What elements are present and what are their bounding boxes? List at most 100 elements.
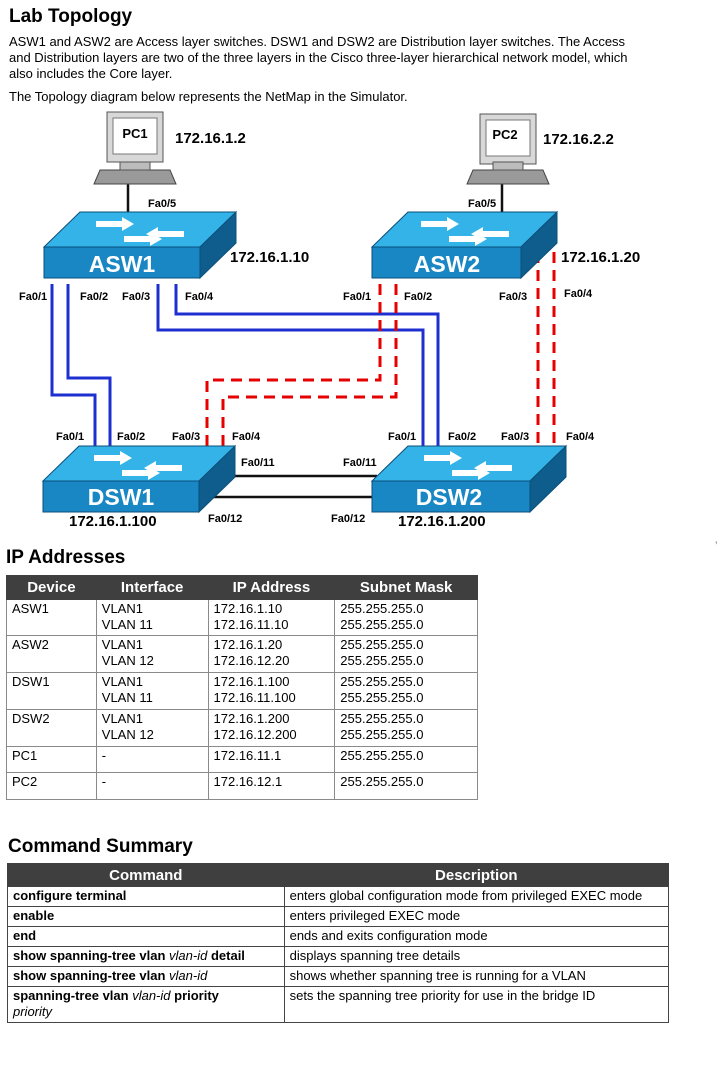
cell-command: show spanning-tree vlan vlan-id [7, 966, 285, 987]
cell-device: DSW1 [6, 672, 97, 710]
asw2-switch-icon [370, 210, 559, 280]
table-row: PC1 - 172.16.11.1 255.255.255.0 [6, 746, 478, 773]
dsw1-port-fa0-12: Fa0/12 [208, 513, 242, 525]
header-device: Device [6, 575, 97, 600]
cell-description: enters privileged EXEC mode [283, 906, 670, 927]
pc1-label: PC1 [122, 126, 147, 141]
cell-device: PC2 [6, 772, 97, 800]
asw1-port-fa0-4: Fa0/4 [185, 291, 214, 303]
table-row: configure terminal enters global configu… [7, 886, 670, 907]
cell-device: PC1 [6, 746, 97, 773]
asw1-port-fa0-1: Fa0/1 [19, 291, 47, 303]
table-row: show spanning-tree vlan vlan-id detail d… [7, 946, 670, 967]
asw2-ip: 172.16.1.20 [561, 249, 640, 266]
pc1-port: Fa0/5 [148, 198, 176, 210]
asw2-port-fa0-3: Fa0/3 [499, 291, 527, 303]
asw2-port-fa0-1: Fa0/1 [343, 291, 371, 303]
edge-mark: ’ [715, 540, 718, 552]
header-interface: Interface [95, 575, 209, 600]
cell-command: enable [7, 906, 285, 927]
ip-address-table: Device Interface IP Address Subnet Mask … [6, 575, 478, 800]
cell-interface: - [95, 746, 209, 773]
pc2-label: PC2 [492, 127, 517, 142]
dsw2-port-fa0-4: Fa0/4 [566, 431, 595, 443]
header-subnet-mask: Subnet Mask [334, 575, 478, 600]
header-description: Description [283, 863, 670, 887]
table-row: end ends and exits configuration mode [7, 926, 670, 947]
cell-device: ASW1 [6, 599, 97, 636]
dsw2-port-fa0-2: Fa0/2 [448, 431, 476, 443]
dsw2-switch-icon [370, 444, 568, 514]
cmd-table-header-row: Command Description [7, 863, 670, 887]
header-command: Command [7, 863, 285, 887]
dsw2-port-labels: Fa0/1 Fa0/2 Fa0/3 Fa0/4 Fa0/11 Fa0/12 [331, 431, 595, 525]
dsw1-ip: 172.16.1.100 [69, 513, 157, 530]
cell-command: configure terminal [7, 886, 285, 907]
cell-description: enters global configuration mode from pr… [283, 886, 670, 907]
cell-description: displays spanning tree details [283, 946, 670, 967]
asw1-port-labels: Fa0/1 Fa0/2 Fa0/3 Fa0/4 [19, 291, 214, 303]
cell-mask: 255.255.255.0 [334, 772, 478, 800]
cell-description: shows whether spanning tree is running f… [283, 966, 670, 987]
asw2-port-fa0-4: Fa0/4 [564, 288, 593, 300]
dsw2-port-fa0-1: Fa0/1 [388, 431, 416, 443]
intro-paragraph: ASW1 and ASW2 are Access layer switches.… [9, 34, 628, 81]
cell-ip: 172.16.12.1 [207, 772, 336, 800]
asw1-port-fa0-3: Fa0/3 [122, 291, 150, 303]
dsw1-port-fa0-2: Fa0/2 [117, 431, 145, 443]
asw2-label: ASW2 [414, 251, 480, 277]
asw1-port-fa0-2: Fa0/2 [80, 291, 108, 303]
dsw1-label: DSW1 [88, 484, 155, 510]
dsw2-port-fa0-11: Fa0/11 [343, 457, 377, 469]
asw1-switch-icon [42, 210, 238, 280]
dsw2-port-fa0-3: Fa0/3 [501, 431, 529, 443]
dsw1-port-fa0-1: Fa0/1 [56, 431, 84, 443]
pc1-ip: 172.16.1.2 [175, 130, 246, 147]
dsw2-label: DSW2 [416, 484, 482, 510]
table-row: show spanning-tree vlan vlan-id shows wh… [7, 966, 670, 987]
pc2-port: Fa0/5 [468, 198, 496, 210]
dsw1-port-fa0-11: Fa0/11 [241, 457, 275, 469]
header-ip-address: IP Address [207, 575, 336, 600]
command-summary-heading: Command Summary [8, 836, 193, 857]
cell-device: DSW2 [6, 709, 97, 747]
pc2-computer-icon [466, 113, 550, 185]
dsw1-port-fa0-4: Fa0/4 [232, 431, 261, 443]
pc1-computer-icon [93, 111, 177, 185]
asw1-ip: 172.16.1.10 [230, 249, 309, 266]
asw1-label: ASW1 [89, 251, 156, 277]
page-title: Lab Topology [9, 6, 133, 27]
cell-interface: - [95, 772, 209, 800]
cell-device: ASW2 [6, 635, 97, 673]
asw2-port-labels: Fa0/1 Fa0/2 Fa0/3 Fa0/4 [343, 288, 593, 303]
dsw2-port-fa0-12: Fa0/12 [331, 513, 365, 525]
table-row: enable enters privileged EXEC mode [7, 906, 670, 927]
table-row: PC2 - 172.16.12.1 255.255.255.0 [6, 772, 478, 800]
dsw1-switch-icon [41, 444, 237, 514]
cell-command: show spanning-tree vlan vlan-id detail [7, 946, 285, 967]
ip-table-header-row: Device Interface IP Address Subnet Mask [6, 575, 478, 600]
cell-ip: 172.16.11.1 [207, 746, 336, 773]
pc2-ip: 172.16.2.2 [543, 131, 614, 148]
topology-diagram: PC1 172.16.1.2 Fa0/5 PC2 172.16.2.2 Fa0/… [19, 111, 640, 530]
command-summary-table: Command Description configure terminal e… [7, 863, 670, 1023]
cell-description: ends and exits configuration mode [283, 926, 670, 947]
dsw2-ip: 172.16.1.200 [398, 513, 486, 530]
blue-links [50, 284, 440, 450]
dsw1-port-fa0-3: Fa0/3 [172, 431, 200, 443]
